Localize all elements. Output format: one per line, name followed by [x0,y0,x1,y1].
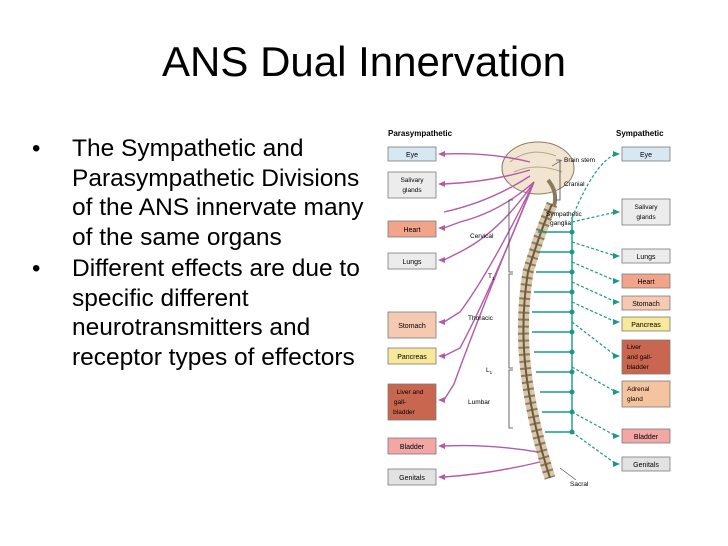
svg-text:Genitals: Genitals [399,475,425,482]
cranial-label: Cranial [564,181,585,188]
bullet-item: • The Sympathetic and Parasympathetic Div… [28,134,368,252]
cervical-label: Cervical [470,233,494,240]
svg-text:Liver and: Liver and [397,389,424,396]
symp-organ-liver-gallbladder: Liver and gall- bladder [621,339,671,375]
svg-text:Salivary: Salivary [400,177,424,184]
symp-organ-stomach: Stomach [621,295,671,311]
parasympathetic-arrowheads [438,151,445,480]
sacral-label: Sacral [570,481,589,488]
svg-text:gland: gland [627,396,643,403]
sympathetic-arrowheads [613,151,620,467]
svg-text:Salivary: Salivary [634,204,658,211]
thoracic-label: Thoracic [468,315,494,322]
svg-text:Bladder: Bladder [400,444,425,451]
svg-text:ganglia: ganglia [550,220,571,227]
parasympathetic-nerves [443,152,541,478]
sympathetic-postganglionic [571,153,617,465]
bullet-text: The Sympathetic and Parasympathetic Divi… [72,135,364,251]
symp-organ-pancreas: Pancreas [621,316,671,332]
svg-text:Adrenal: Adrenal [627,386,650,393]
sympathetic-heading: Sympathetic [616,129,664,138]
slide-title: ANS Dual Innervation [162,38,566,85]
svg-text:gall-: gall- [394,399,406,406]
svg-text:bladder: bladder [627,364,650,371]
bullet-dot: • [32,255,41,282]
symp-organ-genitals: Genitals [621,456,671,472]
symp-organ-salivary-glands: Salivary glands [621,198,671,226]
t1-label: T1 [488,273,495,281]
spinal-column [501,141,575,480]
svg-text:Heart: Heart [403,227,420,234]
symp-organ-eye: Eye [621,146,671,162]
svg-text:Stomach: Stomach [632,301,660,308]
svg-text:Pancreas: Pancreas [631,322,661,329]
bullet-list: • The Sympathetic and Parasympathetic Div… [28,134,368,374]
svg-text:Heart: Heart [637,279,654,286]
svg-text:Lungs: Lungs [402,259,422,266]
symp-organ-heart: Heart [621,273,671,289]
para-organ-heart: Heart [387,220,437,238]
bullet-item: • Different effects are due to specific d… [28,254,368,372]
symp-organ-lungs: Lungs [621,248,671,264]
sympathetic-ganglia [569,229,575,435]
sympathetic-ganglia-label: Sympathetic [546,211,583,218]
para-organ-pancreas: Pancreas [387,347,437,365]
svg-text:Liver: Liver [627,344,642,351]
svg-text:bladder: bladder [393,409,416,416]
para-organ-bladder: Bladder [387,437,437,455]
svg-text:glands: glands [636,214,656,221]
lumbar-label: Lumbar [468,399,491,406]
svg-text:Eye: Eye [640,152,652,159]
svg-text:Bladder: Bladder [634,434,659,441]
para-organ-lungs: Lungs [387,252,437,270]
symp-organ-bladder: Bladder [621,428,671,444]
para-organ-salivary-glands: Salivary glands [387,171,437,199]
region-brackets [508,159,561,429]
parasympathetic-heading: Parasympathetic [388,129,453,138]
svg-text:Eye: Eye [406,152,418,159]
para-organ-stomach: Stomach [387,311,437,339]
ans-diagram: Parasympathetic Sympathetic Eye Salivary… [387,129,671,488]
svg-text:Genitals: Genitals [633,462,659,469]
svg-text:Stomach: Stomach [398,323,426,330]
svg-text:and gall-: and gall- [627,354,652,361]
svg-text:Pancreas: Pancreas [397,354,427,361]
l1-label: L1 [486,367,493,375]
para-organ-liver-gallbladder: Liver and gall- bladder [387,383,437,421]
svg-text:Lungs: Lungs [636,254,656,261]
bullet-dot: • [32,135,41,162]
para-organ-eye: Eye [387,146,437,162]
para-organ-genitals: Genitals [387,468,437,486]
brain-stem-label: Brain stem [564,157,595,164]
symp-organ-adrenal-gland: Adrenal gland [621,380,671,408]
bullet-text: Different effects are due to specific di… [72,255,360,371]
svg-text:glands: glands [402,187,422,194]
